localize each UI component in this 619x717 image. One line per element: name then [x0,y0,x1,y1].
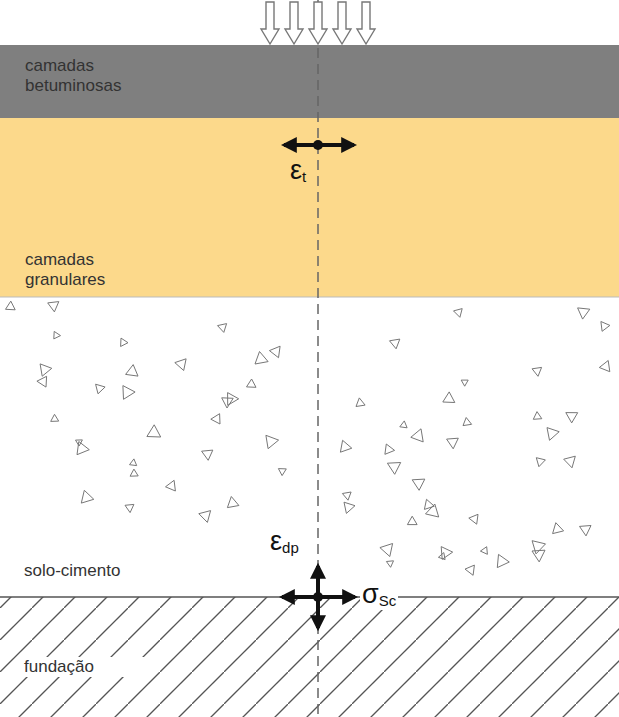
load-arrow [285,2,303,44]
pavement-layer: camadas betuminosas [0,45,619,118]
aggregate-triangle [426,504,439,517]
aggregate-triangle [278,469,286,476]
aggregate-triangle [166,480,176,491]
aggregate-triangle [400,421,407,428]
aggregate-triangle [175,359,186,371]
aggregate-triangle [227,497,239,508]
granular-band [0,118,619,297]
aggregate-triangle [199,511,211,523]
aggregate-triangle [578,308,590,319]
pavement-layer: fundação [0,597,619,717]
aggregate-triangle [601,322,610,332]
aggregate-triangle [211,414,220,424]
aggregate-triangle [76,440,83,446]
strain-symbol: εdp [268,527,301,557]
aggregate-triangle [123,386,135,400]
load-arrow [333,2,351,44]
aggregate-triangle [6,301,16,310]
aggregate-triangle [564,456,576,468]
aggregate-triangle [532,541,545,554]
load-arrow [261,2,279,44]
aggregate-triangle [222,398,234,408]
foundation-hatching [0,597,619,717]
aggregate-triangle [447,438,459,449]
aggregate-triangle [51,414,59,421]
aggregate-triangle [147,425,161,437]
aggregate-triangle [202,450,213,460]
aggregate-triangle [247,379,257,387]
aggregate-triangle [54,331,61,339]
strain-symbol: εt [288,156,308,186]
pavement-layer: camadas granulares [0,118,619,297]
aggregate-triangle [461,380,468,386]
axis-line [317,0,319,717]
aggregate-triangle [480,547,487,555]
aggregate-triangle [532,367,542,376]
layer-boundary [0,297,619,298]
aggregate-triangle [443,392,455,403]
aggregate-triangle [340,440,351,452]
aggregate-triangle [553,523,564,534]
load-arrow [309,2,327,44]
aggregate-triangle [469,514,478,524]
strain-symbol: σSc [360,580,398,610]
aggregate-triangle [536,458,545,467]
aggregate-triangle [424,499,434,509]
aggregate-triangle [385,444,395,454]
aggregate-triangle [386,561,393,568]
layer-label: camadas betuminosas [25,56,150,97]
aggregate-triangle [37,376,47,387]
aggregate-triangle [533,412,542,420]
aggregate-triangle [387,463,400,475]
aggregate-triangle [266,435,279,448]
aggregate-triangle [255,352,268,365]
aggregate-triangle [342,492,351,500]
aggregate-triangle [380,544,393,557]
aggregate-triangle [269,346,280,358]
aggregate-triangle [81,490,94,503]
aggregate-triangle [121,338,128,346]
aggregate-triangle [96,384,106,394]
aggregate-texture [6,301,610,575]
layer-label: solo-cimento [24,561,154,581]
aggregate-triangle [130,469,138,476]
aggregate-triangle [48,302,59,312]
load-arrows [261,2,375,44]
soil-cement-band [0,297,619,597]
bituminous-band [0,45,619,118]
aggregate-triangle [454,309,463,318]
aggregate-triangle [497,554,509,567]
aggregate-triangle [77,442,89,455]
aggregate-triangle [411,429,423,442]
aggregate-triangle [465,565,474,575]
aggregate-triangle [599,361,610,372]
layer-boundary [0,596,619,598]
pavement-layer: solo-cimento [0,297,619,597]
aggregate-triangle [125,504,134,512]
aggregate-triangle [441,547,453,560]
aggregate-triangle [566,413,578,423]
strain-point [313,592,323,602]
aggregate-triangle [344,502,355,513]
aggregate-triangle [547,428,559,441]
aggregate-triangle [130,459,137,466]
aggregate-triangle [40,364,52,376]
aggregate-triangle [463,418,472,426]
aggregate-triangle [580,526,592,536]
load-arrow [357,2,375,44]
strain-point [313,140,323,150]
aggregate-triangle [356,398,365,407]
aggregate-triangle [218,324,227,333]
aggregate-triangle [126,365,138,377]
layer-label: camadas granulares [25,250,155,291]
aggregate-triangle [390,339,400,349]
layer-label: fundação [24,657,154,677]
aggregate-triangle [412,479,425,490]
aggregate-triangle [407,516,417,524]
